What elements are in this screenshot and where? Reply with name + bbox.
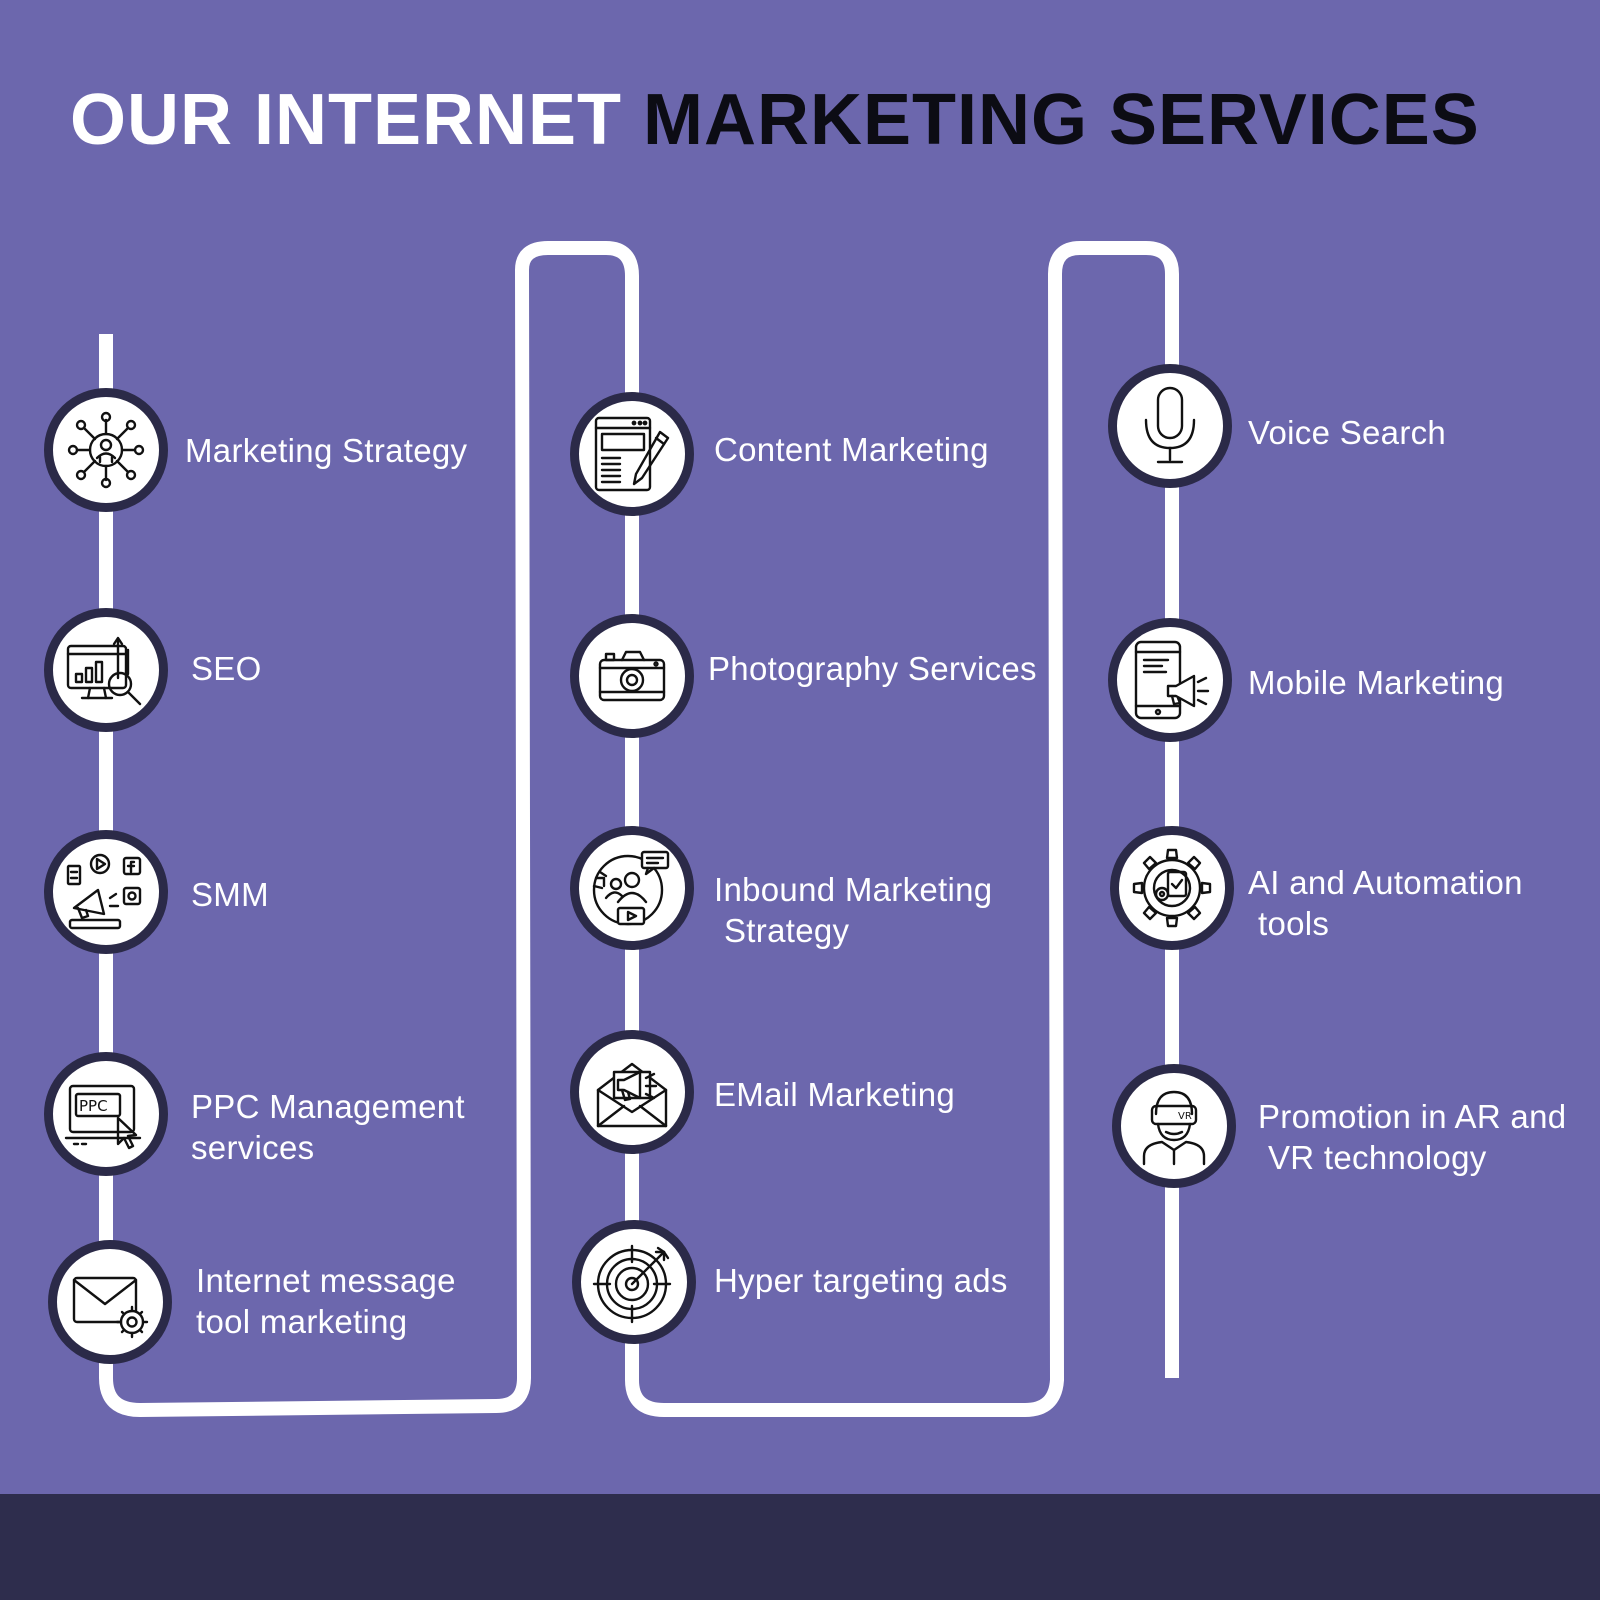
service-label: Voice Search xyxy=(1248,414,1447,451)
content-writing-icon xyxy=(594,416,670,492)
page-title: OUR INTERNET MARKETING SERVICES xyxy=(70,84,1480,156)
microphone-icon xyxy=(1144,386,1196,464)
service-label: AI and Automation tools xyxy=(1248,864,1523,942)
node-mobile-marketing xyxy=(1108,618,1232,742)
node-smm xyxy=(44,830,168,954)
title-part-light: OUR INTERNET xyxy=(70,80,622,160)
ppc-click-icon: PPC xyxy=(64,1084,142,1150)
email-gear-icon xyxy=(72,1276,149,1339)
service-label: SEO xyxy=(191,650,262,687)
node-email-marketing xyxy=(570,1030,694,1154)
service-label: PPC Management services xyxy=(191,1088,465,1166)
inbound-audience-icon xyxy=(592,850,670,926)
mobile-megaphone-icon xyxy=(1134,640,1210,720)
social-media-icon xyxy=(66,853,142,930)
camera-icon xyxy=(598,650,666,702)
service-label: EMail Marketing xyxy=(714,1076,956,1113)
background-panel xyxy=(0,0,1600,1494)
node-voice-search xyxy=(1108,364,1232,488)
svg-text:VR: VR xyxy=(1178,1111,1192,1122)
node-hyper-targeting-ads xyxy=(572,1220,696,1344)
node-ppc-management: PPC xyxy=(44,1052,168,1176)
node-ai-automation-tools xyxy=(1110,826,1234,950)
service-label: Promotion in AR and VR technology xyxy=(1258,1098,1567,1176)
network-user-icon xyxy=(67,411,145,489)
service-label: Mobile Marketing xyxy=(1248,664,1505,701)
email-megaphone-icon xyxy=(596,1062,668,1128)
service-label: Photography Services xyxy=(708,650,1037,687)
svg-text:PPC: PPC xyxy=(79,1097,108,1115)
node-ar-vr-promotion: VR xyxy=(1112,1064,1236,1188)
service-label: Inbound Marketing Strategy xyxy=(714,871,993,949)
service-label: Hyper targeting ads xyxy=(714,1262,1008,1299)
node-marketing-strategy xyxy=(44,388,168,512)
service-label: Marketing Strategy xyxy=(185,432,468,469)
service-label: SMM xyxy=(191,876,269,913)
node-internet-message-tool xyxy=(48,1240,172,1364)
vr-headset-icon: VR xyxy=(1142,1090,1206,1166)
seo-analytics-icon xyxy=(66,636,142,706)
node-content-marketing xyxy=(570,392,694,516)
gear-automation-icon xyxy=(1132,848,1212,928)
service-label: Internet message tool marketing xyxy=(196,1262,456,1340)
target-icon xyxy=(592,1244,672,1324)
footer-band xyxy=(0,1494,1600,1600)
node-seo xyxy=(44,608,168,732)
node-photography-services xyxy=(570,614,694,738)
service-label: Content Marketing xyxy=(714,431,989,468)
title-part-dark: MARKETING SERVICES xyxy=(643,80,1480,160)
node-inbound-marketing xyxy=(570,826,694,950)
